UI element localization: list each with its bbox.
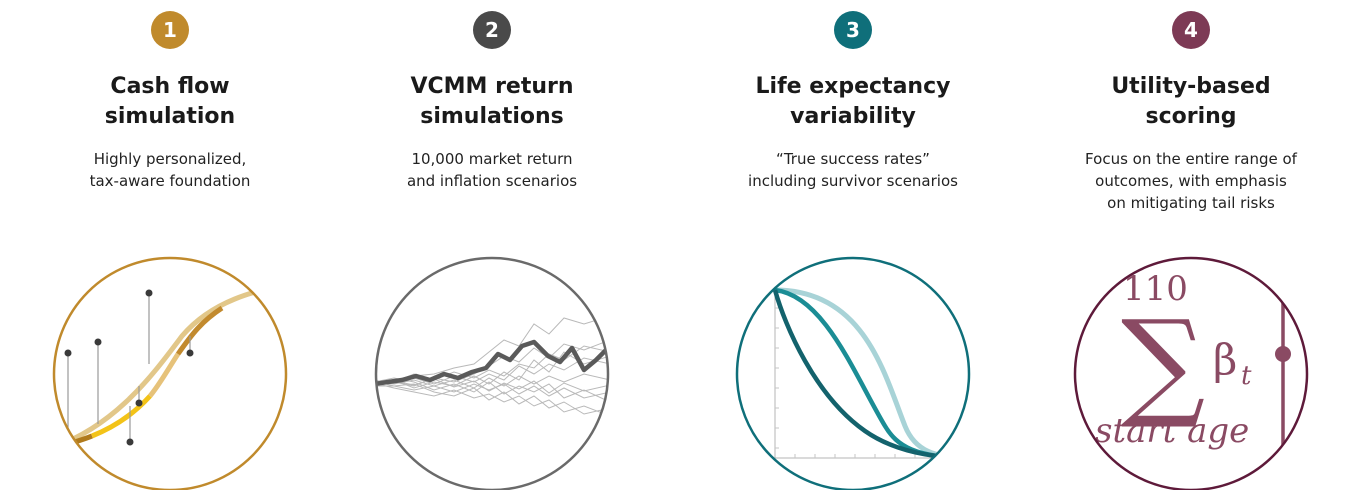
step-1-desc-line: tax-aware foundation — [89, 172, 251, 190]
step-3-column: 3 Life expectancy variability “True succ… — [683, 0, 1023, 490]
step-2-desc-line: 10,000 market return — [411, 150, 573, 168]
step-1-title-line: Cash flow — [110, 74, 230, 99]
step-1-title-line: simulation — [104, 104, 236, 129]
formula-subscript: t — [1241, 361, 1252, 391]
step-2-description: 10,000 market return and inflation scena… — [322, 148, 662, 192]
step-1-title: Cash flow simulation — [0, 72, 340, 132]
step-1-badge: 1 — [151, 11, 189, 49]
formula-lower-bound: start age — [1095, 411, 1249, 451]
step-4-desc-line: on mitigating tail risks — [1107, 194, 1275, 212]
step-3-description: “True success rates” including survivor … — [683, 148, 1023, 192]
step-4-badge: 4 — [1172, 11, 1210, 49]
step-4-description: Focus on the entire range of outcomes, w… — [1021, 148, 1361, 214]
step-3-title-line: variability — [790, 104, 916, 129]
sigma-symbol: ∑ — [1121, 294, 1205, 432]
step-3-title-line: Life expectancy — [755, 74, 951, 99]
survival-curves-icon — [735, 256, 971, 490]
step-2-badge: 2 — [473, 11, 511, 49]
step-4-desc-line: Focus on the entire range of — [1085, 150, 1297, 168]
step-2-title: VCMM return simulations — [322, 72, 662, 132]
summation-formula-icon: 110 ∑ β t start age — [1073, 256, 1309, 490]
step-4-title: Utility-based scoring — [1021, 72, 1361, 132]
formula-upper-bound: 110 — [1123, 269, 1188, 309]
cash-flow-curve-icon — [52, 256, 288, 490]
step-2-column: 2 VCMM return simulations 10,000 market … — [322, 0, 662, 490]
step-3-title: Life expectancy variability — [683, 72, 1023, 132]
step-4-title-line: scoring — [1145, 104, 1237, 129]
step-3-desc-line: including survivor scenarios — [748, 172, 958, 190]
step-3-desc-line: “True success rates” — [776, 150, 930, 168]
step-3-badge: 3 — [834, 11, 872, 49]
step-1-desc-line: Highly personalized, — [93, 150, 247, 168]
step-4-desc-line: outcomes, with emphasis — [1095, 172, 1287, 190]
step-2-title-line: VCMM return — [410, 74, 574, 99]
step-4-column: 4 Utility-based scoring Focus on the ent… — [1021, 0, 1361, 490]
step-2-desc-line: and inflation scenarios — [406, 172, 578, 190]
return-paths-icon — [374, 256, 610, 490]
step-1-column: 1 Cash flow simulation Highly personaliz… — [0, 0, 340, 490]
step-1-description: Highly personalized, tax-aware foundatio… — [0, 148, 340, 192]
formula-term: β — [1213, 335, 1237, 384]
step-2-title-line: simulations — [420, 104, 564, 129]
step-4-title-line: Utility-based — [1111, 74, 1271, 99]
